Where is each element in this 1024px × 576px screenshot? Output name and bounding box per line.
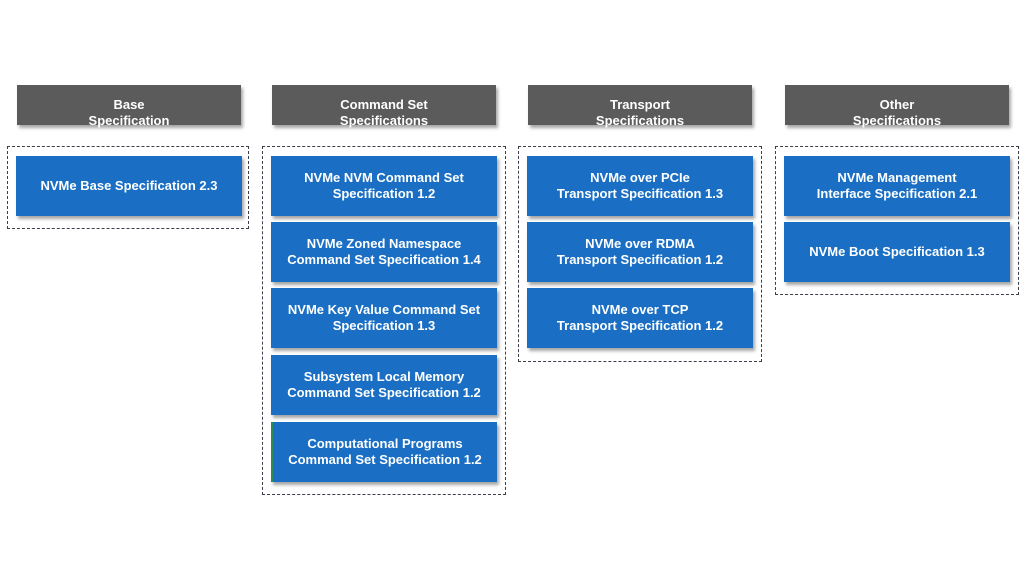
spec-line: NVMe Base Specification 2.3 — [40, 178, 218, 193]
spec-line: Transport Specification 1.2 — [556, 252, 724, 267]
header-transport-specifications: Transport Specifications — [528, 85, 752, 128]
spec-line: Specification 1.2 — [332, 186, 436, 201]
spec-box-computational-programs: Computational Programs Command Set Speci… — [271, 422, 497, 482]
spec-box-nvme-over-pcie: NVMe over PCIe Transport Specification 1… — [527, 156, 753, 216]
header-line: Command Set — [340, 97, 428, 112]
spec-line: Specification 1.3 — [332, 318, 436, 333]
header-line: Transport — [610, 97, 670, 112]
spec-box-subsystem-local-memory: Subsystem Local Memory Command Set Speci… — [271, 355, 497, 415]
spec-box-boot-specification: NVMe Boot Specification 1.3 — [784, 222, 1010, 282]
header-line: Other — [879, 97, 915, 112]
spec-line: NVMe Boot Specification 1.3 — [809, 244, 985, 259]
spec-line: NVMe Zoned Namespace — [306, 236, 462, 251]
group-command-set-specifications: NVMe NVM Command Set Specification 1.2 N… — [262, 146, 506, 495]
spec-line: NVMe Key Value Command Set — [287, 302, 481, 317]
spec-line: Command Set Specification 1.4 — [287, 252, 481, 267]
group-base-specification: NVMe Base Specification 2.3 — [7, 146, 249, 229]
spec-line: NVMe Management — [837, 170, 957, 185]
spec-line: NVMe over PCIe — [590, 170, 690, 185]
header-other-specifications: Other Specifications — [785, 85, 1009, 128]
header-line: Specifications — [339, 113, 429, 128]
spec-box-nvm-command-set: NVMe NVM Command Set Specification 1.2 — [271, 156, 497, 216]
spec-box-key-value: NVMe Key Value Command Set Specification… — [271, 288, 497, 348]
spec-box-nvme-base: NVMe Base Specification 2.3 — [16, 156, 242, 216]
header-base-specification: Base Specification — [17, 85, 241, 128]
header-line: Specification — [88, 113, 170, 128]
spec-box-management-interface: NVMe Management Interface Specification … — [784, 156, 1010, 216]
header-line: Base — [113, 97, 145, 112]
spec-line: Subsystem Local Memory — [303, 369, 465, 384]
spec-line: NVMe over RDMA — [585, 236, 695, 251]
header-line: Specifications — [852, 113, 942, 128]
spec-line: Command Set Specification 1.2 — [288, 452, 482, 467]
spec-box-zoned-namespace: NVMe Zoned Namespace Command Set Specifi… — [271, 222, 497, 282]
spec-line: Transport Specification 1.2 — [556, 318, 724, 333]
spec-line: Command Set Specification 1.2 — [287, 385, 481, 400]
group-other-specifications: NVMe Management Interface Specification … — [775, 146, 1019, 295]
spec-line: Interface Specification 2.1 — [816, 186, 978, 201]
group-transport-specifications: NVMe over PCIe Transport Specification 1… — [518, 146, 762, 362]
header-line: Specifications — [595, 113, 685, 128]
spec-box-nvme-over-rdma: NVMe over RDMA Transport Specification 1… — [527, 222, 753, 282]
spec-line: Transport Specification 1.3 — [556, 186, 724, 201]
spec-line: NVMe over TCP — [591, 302, 689, 317]
header-command-set-specifications: Command Set Specifications — [272, 85, 496, 128]
spec-line: NVMe NVM Command Set — [304, 170, 464, 185]
spec-line: Computational Programs — [307, 436, 463, 451]
spec-box-nvme-over-tcp: NVMe over TCP Transport Specification 1.… — [527, 288, 753, 348]
